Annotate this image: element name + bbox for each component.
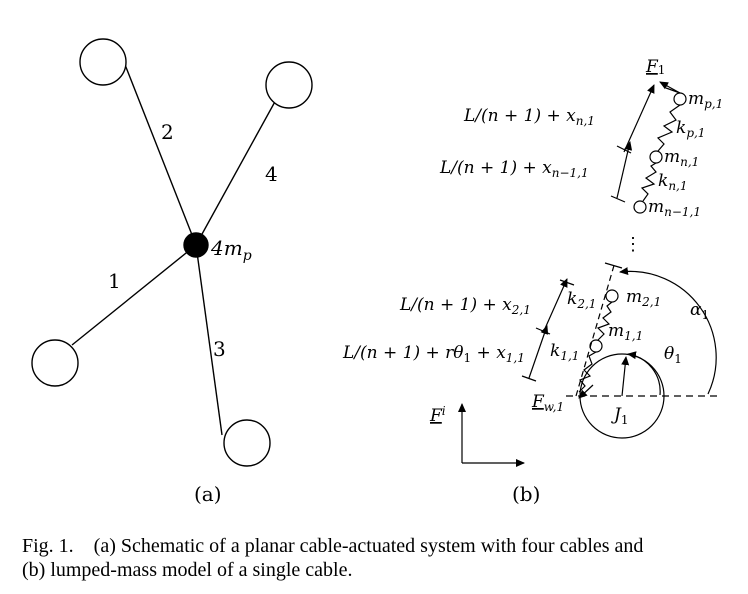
cable-label-2: 2 [161,120,174,144]
force-w-arrow [578,384,594,399]
force-w-label: Fw,1 [531,392,564,414]
caption-line-1: Fig. 1. (a) Schematic of a planar cable-… [22,535,644,557]
spring-label-2-1: k2,1 [567,289,596,311]
pulley-2 [79,38,127,86]
cable-label-3: 3 [213,337,226,361]
cable-label-1: 1 [108,269,121,293]
force-1-arrow [659,81,681,94]
length-2-tick [535,327,551,335]
length-n-tick [616,145,632,154]
alpha-arc [619,267,717,395]
ellipsis: ⋮ [624,234,642,255]
spring-label-n-1: kn,1 [658,171,688,193]
force-i-label: Fi [429,404,446,426]
spring-2-1 [596,301,613,341]
center-mass [183,232,209,258]
panel-b [458,81,722,467]
cable-4-line [195,97,278,246]
mass-label-2-1: m2,1 [626,287,661,309]
pulley-3 [223,419,271,467]
cable-3-line [195,244,223,436]
cable-line [575,261,616,397]
cable-1-line [71,244,197,346]
length-2-arrow [542,278,568,334]
length-1-tick [521,375,537,382]
mass-label-1-1: m1,1 [608,321,643,343]
spring-1-1 [578,351,597,393]
panel-a [31,38,313,467]
pulley-4 [265,61,313,109]
length-n1-arrow [616,141,633,199]
force-1-label: F1 [645,57,665,77]
mass-1-1 [589,339,603,353]
figure-caption: Fig. 1. (a) Schematic of a planar cable-… [22,534,742,582]
panel-a-label: (a) [194,482,222,506]
caption-line-2: (b) lumped-mass model of a single cable. [22,559,353,581]
cable-2-line [121,56,197,246]
length-label-n: L/(n + 1) + xn,1 [463,106,595,128]
mass-2-1 [605,289,619,303]
length-2-top-tick [559,279,575,286]
theta-arc [627,351,661,396]
alpha-label: α1 [690,300,709,322]
mass-label-n-1-1: mn−1,1 [648,197,701,219]
length-n1-tick [610,195,626,203]
top-tick [604,262,623,269]
theta-label: θ1 [664,344,682,366]
spring-p-1 [656,104,681,152]
spring-label-1-1: k1,1 [550,341,579,363]
spring-n-1 [640,162,657,202]
pulley-1 [31,339,79,387]
length-label-1: L/(n + 1) + rθ1 + x1,1 [342,343,525,365]
center-mass-label: 4mp [210,236,252,264]
length-label-2: L/(n + 1) + x2,1 [399,295,531,317]
spring-label-p-1: kp,1 [676,118,705,140]
drum-radius [621,356,630,397]
drum-inertia-label: J1 [611,405,628,427]
length-n-arrow [623,84,655,153]
length-label-n1: L/(n + 1) + xn−1,1 [439,158,589,180]
mass-p-1 [673,92,687,106]
length-1-arrow [528,325,549,379]
cable-label-4: 4 [265,162,278,186]
mass-n-1-1 [633,200,647,214]
mass-label-n-1: mn,1 [664,147,699,169]
mass-n-1 [649,150,663,164]
mass-label-p-1: mp,1 [688,89,723,111]
panel-b-label: (b) [512,482,540,506]
